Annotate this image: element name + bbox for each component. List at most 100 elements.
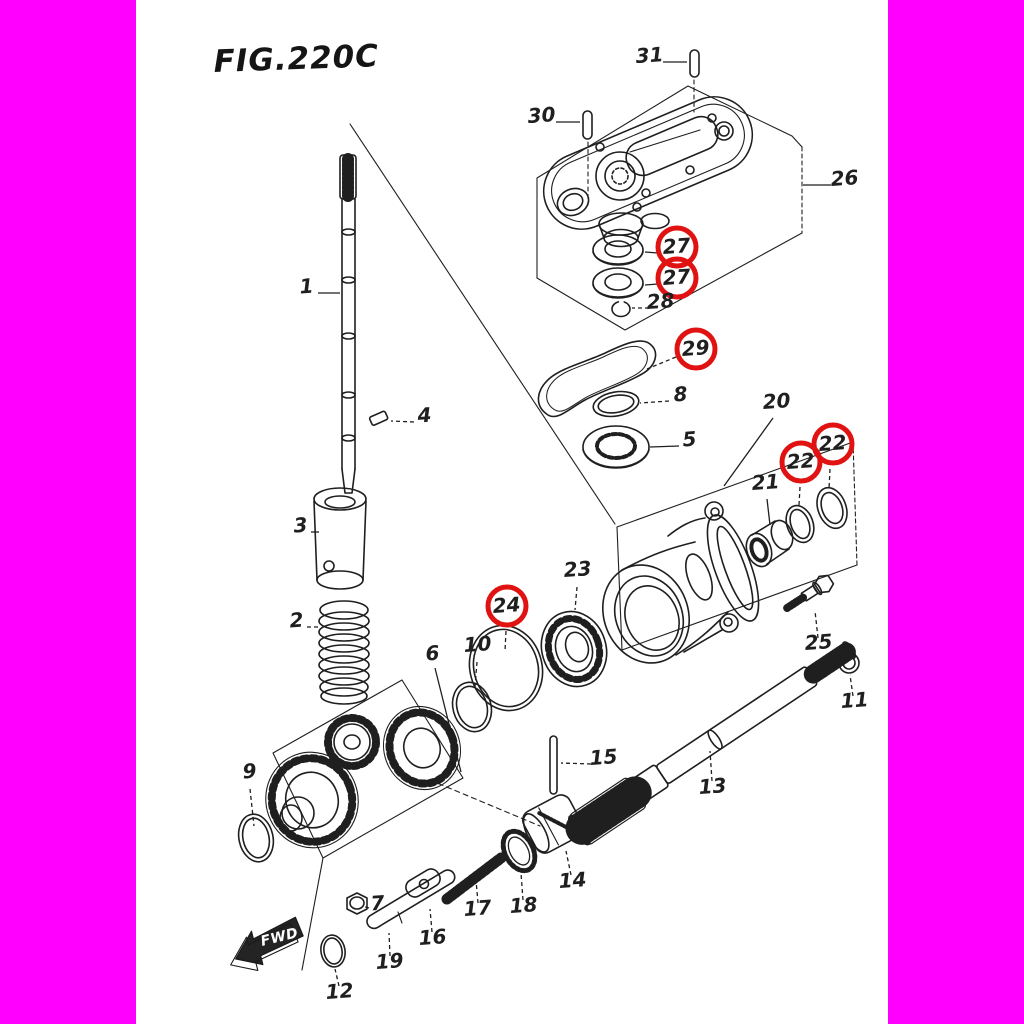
clutch-engagement-line [429,779,541,827]
leader-line-part-5 [649,445,680,448]
leader-line-part-15 [560,762,592,765]
leader-line-part-20 [723,417,774,487]
part-number-23: 23 [563,556,592,582]
highlight-circle-part-29 [674,327,718,371]
snap-ring-part11 [838,652,860,674]
part-number-31: 31 [635,42,664,68]
part-number-18: 18 [509,892,539,918]
leader-line-part-27 [644,283,659,286]
fwd-direction-marker [230,916,304,972]
part-number-11: 11 [840,687,869,713]
o-ring-part9 [237,813,275,863]
bushing-part21 [745,519,794,568]
part-number-13: 13 [698,773,727,799]
part-number-8: 8 [673,382,689,407]
part-number-6: 6 [425,641,441,666]
part-number-19: 19 [375,948,405,974]
leader-line-part-21 [766,498,771,526]
part-number-27: 27 [662,264,692,290]
part-number-22: 22 [786,448,815,474]
part-number-1: 1 [299,274,315,299]
left-border-bar [0,0,136,1024]
leader-line-part-22 [798,486,801,506]
gasket-part29 [537,340,657,418]
part-number-15: 15 [589,744,618,770]
part-number-14: 14 [558,867,587,893]
part-number-3: 3 [293,513,309,538]
bearing-housing-part20 [601,501,760,664]
part-number-22: 22 [818,430,847,456]
leader-line-part-6 [434,667,462,773]
pin-part15 [549,735,558,795]
part-number-16: 16 [418,924,448,950]
oil-seal-part27-lower [592,267,644,299]
key-part4 [368,410,389,426]
highlight-circle-part-22 [811,422,855,466]
seal-part22-inner [785,504,815,544]
leader-line-part-16 [429,908,433,933]
leader-line-part-11 [849,674,854,697]
leader-line-part-4 [390,420,415,423]
leader-line-part-17 [475,879,479,904]
leader-line-part-22 [828,468,831,490]
part-number-12: 12 [325,978,354,1004]
nut-part7 [346,892,368,915]
leader-line-part-24 [504,630,507,652]
gear-set-box-part6 [272,679,464,859]
part-number-5: 5 [682,427,698,452]
o-ring-part10 [451,681,493,733]
leader-line-part-19 [388,932,391,957]
construction-line-gearcase [301,857,324,971]
part-number-20: 20 [762,388,792,414]
dowel-pin-part30 [582,110,593,206]
highlight-circle-part-27 [655,225,699,269]
leader-line-part-29 [646,356,677,370]
gearcase-plate-part26 [542,96,754,248]
forward-gear [265,751,359,849]
toothed-washer-part18 [500,828,538,874]
ring-part8 [592,390,640,418]
part-number-9: 9 [242,759,258,784]
part-number-30: 30 [527,102,557,128]
spring-part2 [318,600,370,705]
leader-line-part-23 [574,586,578,611]
part-number-25: 25 [804,629,833,655]
leader-line-part-9 [249,788,255,827]
highlight-circle-part-24 [485,584,529,628]
ball-bearing-part23 [540,610,608,688]
leader-line-part-7 [361,905,370,909]
group-box-upper-housing [536,85,803,331]
part-number-2: 2 [289,608,305,633]
part-number-28: 28 [646,288,676,314]
oil-seal-part27-upper [592,234,644,266]
part-number-4: 4 [416,403,433,428]
highlight-circle-part-22 [779,440,823,484]
dowel-pin-part31 [689,49,700,113]
part-number-21: 21 [751,469,780,495]
o-ring-part12 [320,934,346,968]
bearing-part5 [582,425,650,469]
leader-line-part-13 [709,750,713,782]
part-number-27: 27 [662,233,692,259]
bolt-part25 [783,574,835,612]
part-number-29: 29 [681,335,711,361]
part-number-7: 7 [370,891,386,916]
part-number-26: 26 [830,165,860,191]
leader-line-part-27 [644,251,659,254]
part-number-17: 17 [463,895,493,921]
leader-line-part-18 [520,872,524,901]
sleeve-part3 [313,487,367,590]
spring-part17 [441,852,507,905]
right-border-bar [888,0,1024,1024]
ring-part28 [611,300,631,318]
shift-cam-part16 [405,868,441,898]
part-number-24: 24 [492,592,521,618]
construction-line-driveshaft [349,123,616,525]
leader-line-part-12 [334,968,340,987]
part-number-10: 10 [463,631,493,657]
figure-title: FIG.220C [213,38,380,80]
